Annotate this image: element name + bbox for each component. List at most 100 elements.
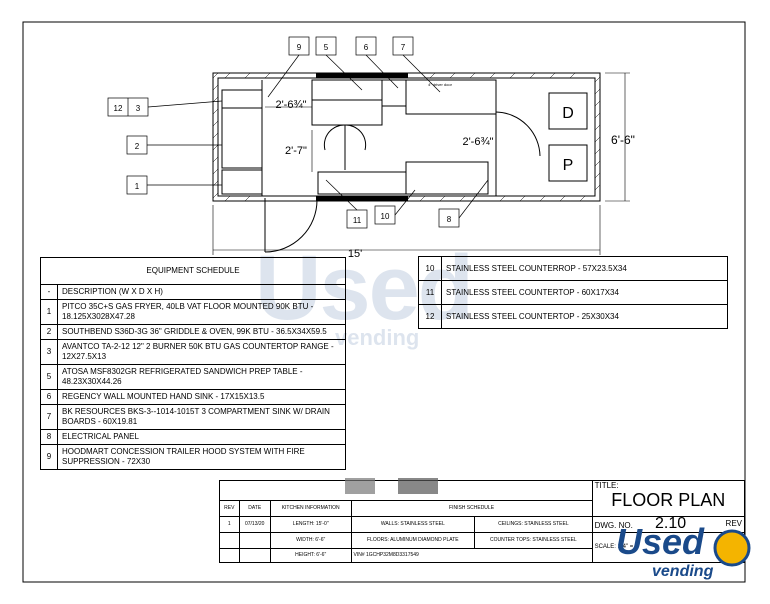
logo-sub: vending	[652, 563, 714, 580]
seat-p	[548, 144, 588, 182]
item-num: 3	[40, 339, 58, 365]
callout-5: 5	[324, 43, 329, 52]
callout-3: 3	[136, 104, 141, 113]
equipment-fryer-griddle	[221, 80, 263, 196]
item-text: SOUTHBEND S36D-3G 36" GRIDDLE & OVEN, 99…	[57, 324, 346, 340]
dwg-label: DWG. NO.	[594, 521, 633, 530]
redaction-block	[345, 478, 375, 494]
title-cell: TITLE: FLOOR PLAN	[591, 480, 746, 517]
vin-value: VIN# 1GCHP32M8D3317549	[350, 548, 593, 563]
callout-1: 1	[135, 182, 140, 191]
item-num: 9	[40, 444, 58, 470]
dwg-value: 2.10	[655, 515, 687, 532]
logo-brand: Used	[616, 521, 705, 562]
empty-cell	[219, 548, 240, 563]
item-text: BK RESOURCES BKS-3--1014-1015T 3 COMPART…	[57, 404, 346, 430]
callout-9: 9	[297, 43, 302, 52]
item-text: ATOSA MSF8302GR REFRIGERATED SANDWICH PR…	[57, 364, 346, 390]
logo-svg: Used vending	[616, 521, 751, 580]
seat-p-label: P	[563, 157, 574, 174]
item-num: 7	[40, 404, 58, 430]
walls-value: WALLS: STAINLESS STEEL	[350, 516, 476, 533]
empty-cell	[219, 532, 240, 549]
item-num: 1	[40, 299, 58, 325]
desc-header-text: DESCRIPTION (W X D X H)	[57, 284, 346, 300]
callout-11: 11	[353, 216, 362, 225]
kitchen-header: KITCHEN INFORMATION	[269, 500, 352, 517]
callouts	[107, 36, 489, 229]
drawing-title: FLOOR PLAN	[611, 490, 726, 510]
desc-header-num: -	[40, 284, 58, 300]
callout-10: 10	[381, 212, 390, 221]
height-value: HEIGHT: 6'-6"	[269, 548, 352, 563]
rev-header: REV	[219, 500, 240, 517]
item-num: 12	[418, 304, 442, 329]
cab-seats	[548, 92, 588, 182]
date-value: 07/13/20	[238, 516, 271, 533]
item-num: 2	[40, 324, 58, 340]
seat-d	[548, 92, 588, 130]
title-label: TITLE:	[594, 481, 619, 490]
ceilings-value: CEILINGS: STAINLESS STEEL	[474, 516, 593, 533]
door-swing	[264, 198, 318, 253]
date-header: DATE	[238, 500, 271, 517]
item-text: REGENCY WALL MOUNTED HAND SINK - 17X15X1…	[57, 389, 346, 405]
item-text: AVANTCO TA-2-12 12" 2 BURNER 50K BTU GAS…	[57, 339, 346, 365]
redaction-block	[398, 478, 438, 494]
width-value: WIDTH: 6'-6"	[269, 532, 352, 549]
empty-cell	[238, 548, 271, 563]
title-block: TITLE: FLOOR PLAN REV DATE KITCHEN INFOR…	[219, 480, 746, 563]
item-text: STAINLESS STEEL COUNTERTOP - 60X17X34	[441, 280, 728, 305]
item-text: HOODMART CONCESSION TRAILER HOOD SYSTEM …	[57, 444, 346, 470]
dim-hood: 2'-6¾"	[275, 99, 306, 111]
item-text: PITCO 35C+S GAS FRYER, 40LB VAT FLOOR MO…	[57, 299, 346, 325]
scale-value: 1/4" =	[617, 544, 634, 550]
callout-12: 12	[114, 104, 123, 113]
seat-d-label: D	[562, 105, 574, 122]
length-value: LENGTH: 15'-0"	[269, 516, 352, 533]
item-num: 5	[40, 364, 58, 390]
used-vending-logo: Used vending	[612, 516, 762, 591]
callout-8: 8	[447, 215, 452, 224]
trailer-walls	[212, 72, 601, 202]
empty-cell	[238, 532, 271, 549]
rev-value: 1	[219, 516, 240, 533]
scale-label: SCALE:	[594, 544, 616, 550]
item-text: STAINLESS STEEL COUNTERTOP - 25X30X34	[441, 304, 728, 329]
equipment-heading: EQUIPMENT SCHEDULE	[40, 257, 346, 285]
callout-6: 6	[364, 43, 369, 52]
dim-length: 15'	[348, 248, 362, 260]
rev-label: REV	[725, 519, 742, 528]
item-num: 11	[418, 280, 442, 305]
dimension-lines	[212, 72, 630, 255]
prep-area	[311, 79, 541, 196]
item-num: 10	[418, 256, 442, 281]
logo-coin-icon	[713, 529, 751, 567]
finish-header: FINISH SCHEDULE	[350, 500, 593, 517]
callout-2: 2	[135, 142, 140, 151]
dim-aisle: 2'-6¾"	[462, 136, 493, 148]
dim-door: 2'-7"	[285, 145, 307, 157]
counters-value: COUNTER TOPS: STAINLESS STEEL	[474, 532, 593, 549]
item-num: 6	[40, 389, 58, 405]
item-text: STAINLESS STEEL COUNTERROP - 57X23.5X34	[441, 256, 728, 281]
sheet-border	[22, 21, 746, 583]
floors-value: FLOORS: ALUMINUM DIAMOND PLATE	[350, 532, 476, 549]
dim-width: 6'-6"	[611, 133, 635, 147]
driver-door-note: 4" driver door	[428, 82, 453, 87]
item-text: ELECTRICAL PANEL	[57, 429, 346, 445]
callout-7: 7	[401, 43, 406, 52]
